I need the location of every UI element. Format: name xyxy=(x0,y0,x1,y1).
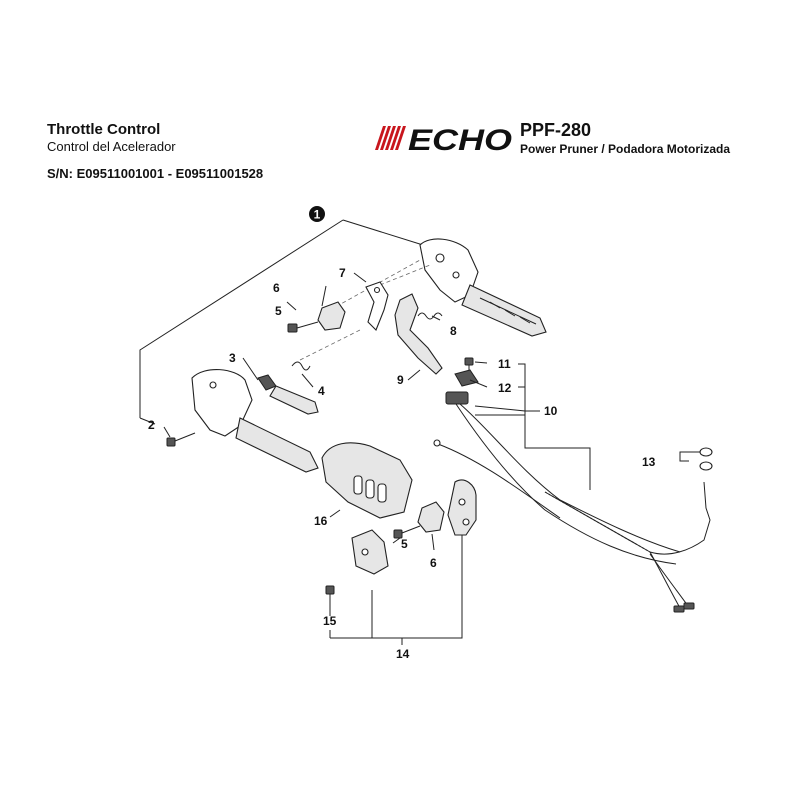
callout-8: 8 xyxy=(450,324,457,338)
callout-4: 4 xyxy=(318,384,325,398)
echo-logo: ECHO xyxy=(375,124,512,156)
model-number: PPF-280 xyxy=(520,120,592,140)
part-6-clamp-upper xyxy=(317,301,346,331)
callout-6-lower: 6 xyxy=(430,556,437,570)
page-subtitle: Control del Acelerador xyxy=(47,139,176,154)
part-3-switch-lever xyxy=(257,374,319,415)
part-12-switch xyxy=(454,369,479,387)
part-2-screw xyxy=(166,432,196,447)
exploded-parts-diagram: 1 7 6 5 8 9 3 4 2 11 12 10 13 16 5 6 15 … xyxy=(139,206,713,661)
page-title: Throttle Control xyxy=(47,121,161,138)
part-handle-housing xyxy=(419,238,547,337)
part-8-spring xyxy=(417,312,443,320)
callout-3: 3 xyxy=(229,351,236,365)
part-15-screw xyxy=(325,585,335,616)
callout-5-upper: 5 xyxy=(275,304,282,318)
callout-5-lower: 5 xyxy=(401,537,408,551)
svg-text:1: 1 xyxy=(314,208,321,222)
callout-2: 2 xyxy=(148,418,155,432)
part-6-clamp-lower xyxy=(417,501,445,533)
callout-1: 1 xyxy=(309,206,325,222)
callout-11: 11 xyxy=(498,357,511,371)
part-4-torsion-spring xyxy=(291,361,311,371)
part-13-terminals xyxy=(699,447,713,471)
assembly-bracket-1 xyxy=(139,219,424,418)
callout-15: 15 xyxy=(323,614,337,628)
callout-7: 7 xyxy=(339,266,346,280)
part-9-throttle-trigger xyxy=(394,293,443,375)
callout-10: 10 xyxy=(544,404,558,418)
leader-lines xyxy=(163,272,700,645)
part-housing-lower xyxy=(191,368,319,473)
callout-9: 9 xyxy=(397,373,404,387)
part-7-trigger-plate xyxy=(365,281,389,331)
callout-13: 13 xyxy=(642,455,656,469)
serial-number-range: S/N: E09511001001 - E09511001528 xyxy=(47,166,264,181)
part-14-lower-housing-right xyxy=(447,479,477,536)
part-5-screw-lower xyxy=(393,525,421,539)
svg-text:ECHO: ECHO xyxy=(408,124,512,156)
callout-6-upper: 6 xyxy=(273,281,280,295)
part-5-screw-upper xyxy=(287,321,319,333)
part-16-grip xyxy=(321,442,413,519)
part-14-cover xyxy=(351,529,389,575)
part-10-wire-harness xyxy=(433,391,711,613)
callout-16: 16 xyxy=(314,514,328,528)
callout-14: 14 xyxy=(396,647,410,661)
page-header: Throttle Control Control del Acelerador … xyxy=(0,0,800,190)
model-description: Power Pruner / Podadora Motorizada xyxy=(520,142,731,156)
callout-12: 12 xyxy=(498,381,512,395)
